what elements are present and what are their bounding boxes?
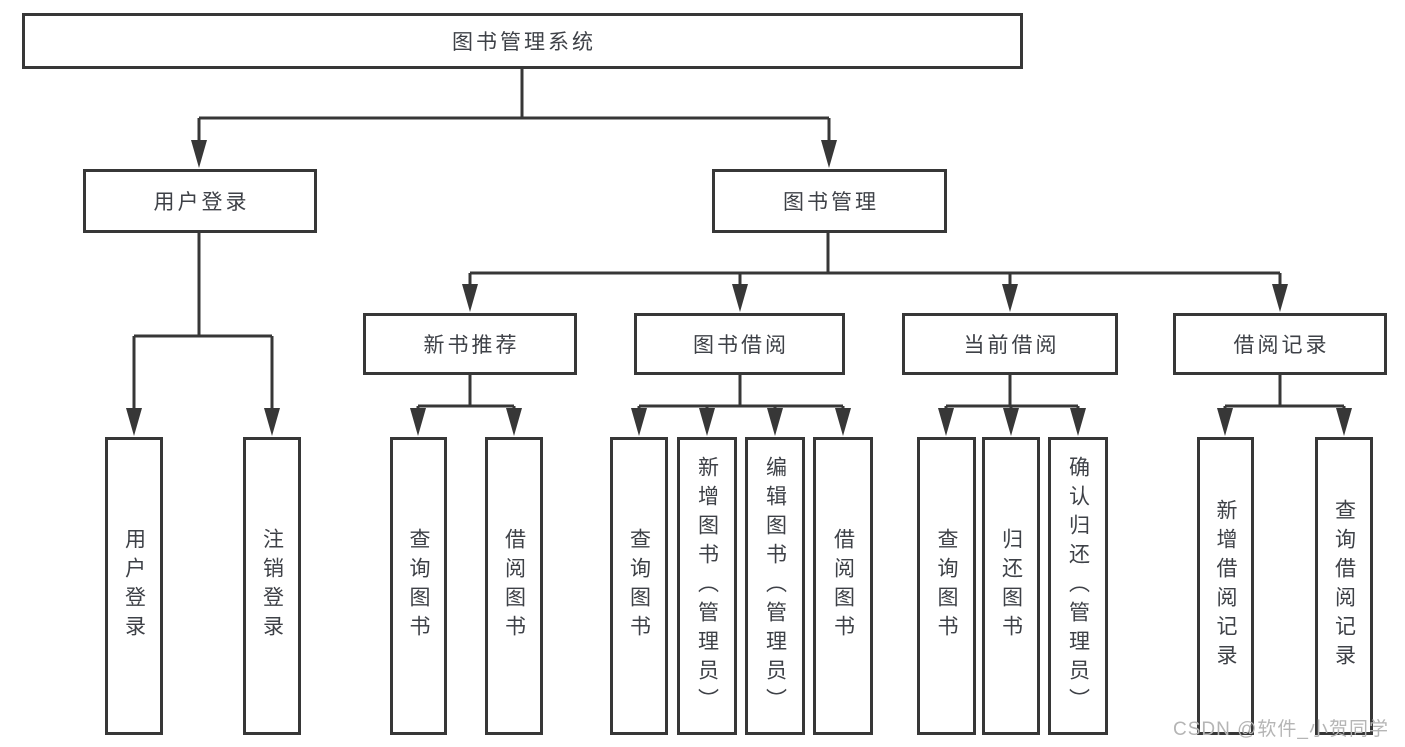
leaf-borrow-book-borrow: 借阅图书 [813, 437, 873, 735]
leaf-borrow-book-recommend-label: 借阅图书 [502, 528, 526, 644]
leaf-confirm-return-admin-label: 确认归还（管理员） [1066, 455, 1090, 717]
node-root: 图书管理系统 [22, 13, 1023, 69]
leaf-logout-label: 注销登录 [260, 528, 284, 644]
leaf-return-book: 归还图书 [982, 437, 1040, 735]
node-borrow-records-label: 借阅记录 [1233, 334, 1330, 357]
node-current-borrow-label: 当前借阅 [963, 334, 1060, 357]
csdn-watermark: CSDN @软件_小贺同学 [1173, 719, 1389, 740]
node-user-login: 用户登录 [83, 169, 317, 233]
leaf-user-login: 用户登录 [105, 437, 163, 735]
node-current-borrow: 当前借阅 [902, 313, 1118, 375]
leaf-borrow-book-borrow-label: 借阅图书 [831, 528, 855, 644]
node-borrow-records: 借阅记录 [1173, 313, 1387, 375]
leaf-edit-book-admin-label: 编辑图书（管理员） [763, 455, 787, 717]
leaf-user-login-label: 用户登录 [122, 528, 146, 644]
leaf-add-book-admin: 新增图书（管理员） [677, 437, 737, 735]
node-book-management-label: 图书管理 [783, 191, 879, 214]
leaf-query-book-recommend: 查询图书 [390, 437, 447, 735]
leaf-query-borrow-record-label: 查询借阅记录 [1332, 499, 1356, 673]
leaf-add-book-admin-label: 新增图书（管理员） [695, 455, 719, 717]
node-book-management: 图书管理 [712, 169, 947, 233]
node-book-borrow-label: 图书借阅 [693, 334, 789, 357]
leaf-query-book-current: 查询图书 [917, 437, 976, 735]
node-user-login-label: 用户登录 [153, 191, 250, 214]
leaf-add-borrow-record-label: 新增借阅记录 [1214, 499, 1237, 673]
node-root-label: 图书管理系统 [452, 31, 596, 54]
node-new-book-recommend-label: 新书推荐 [423, 334, 520, 357]
arrowheads [126, 140, 1352, 436]
node-book-borrow: 图书借阅 [634, 313, 845, 375]
leaf-query-borrow-record: 查询借阅记录 [1315, 437, 1373, 735]
leaf-query-book-borrow-label: 查询图书 [627, 528, 651, 644]
leaf-add-borrow-record: 新增借阅记录 [1197, 437, 1254, 735]
leaf-query-book-recommend-label: 查询图书 [407, 528, 430, 644]
leaf-query-book-current-label: 查询图书 [935, 528, 958, 644]
node-new-book-recommend: 新书推荐 [363, 313, 577, 375]
leaf-edit-book-admin: 编辑图书（管理员） [745, 437, 805, 735]
leaf-borrow-book-recommend: 借阅图书 [485, 437, 543, 735]
leaf-query-book-borrow: 查询图书 [610, 437, 668, 735]
leaf-logout: 注销登录 [243, 437, 301, 735]
leaf-return-book-label: 归还图书 [999, 528, 1023, 644]
leaf-confirm-return-admin: 确认归还（管理员） [1048, 437, 1108, 735]
